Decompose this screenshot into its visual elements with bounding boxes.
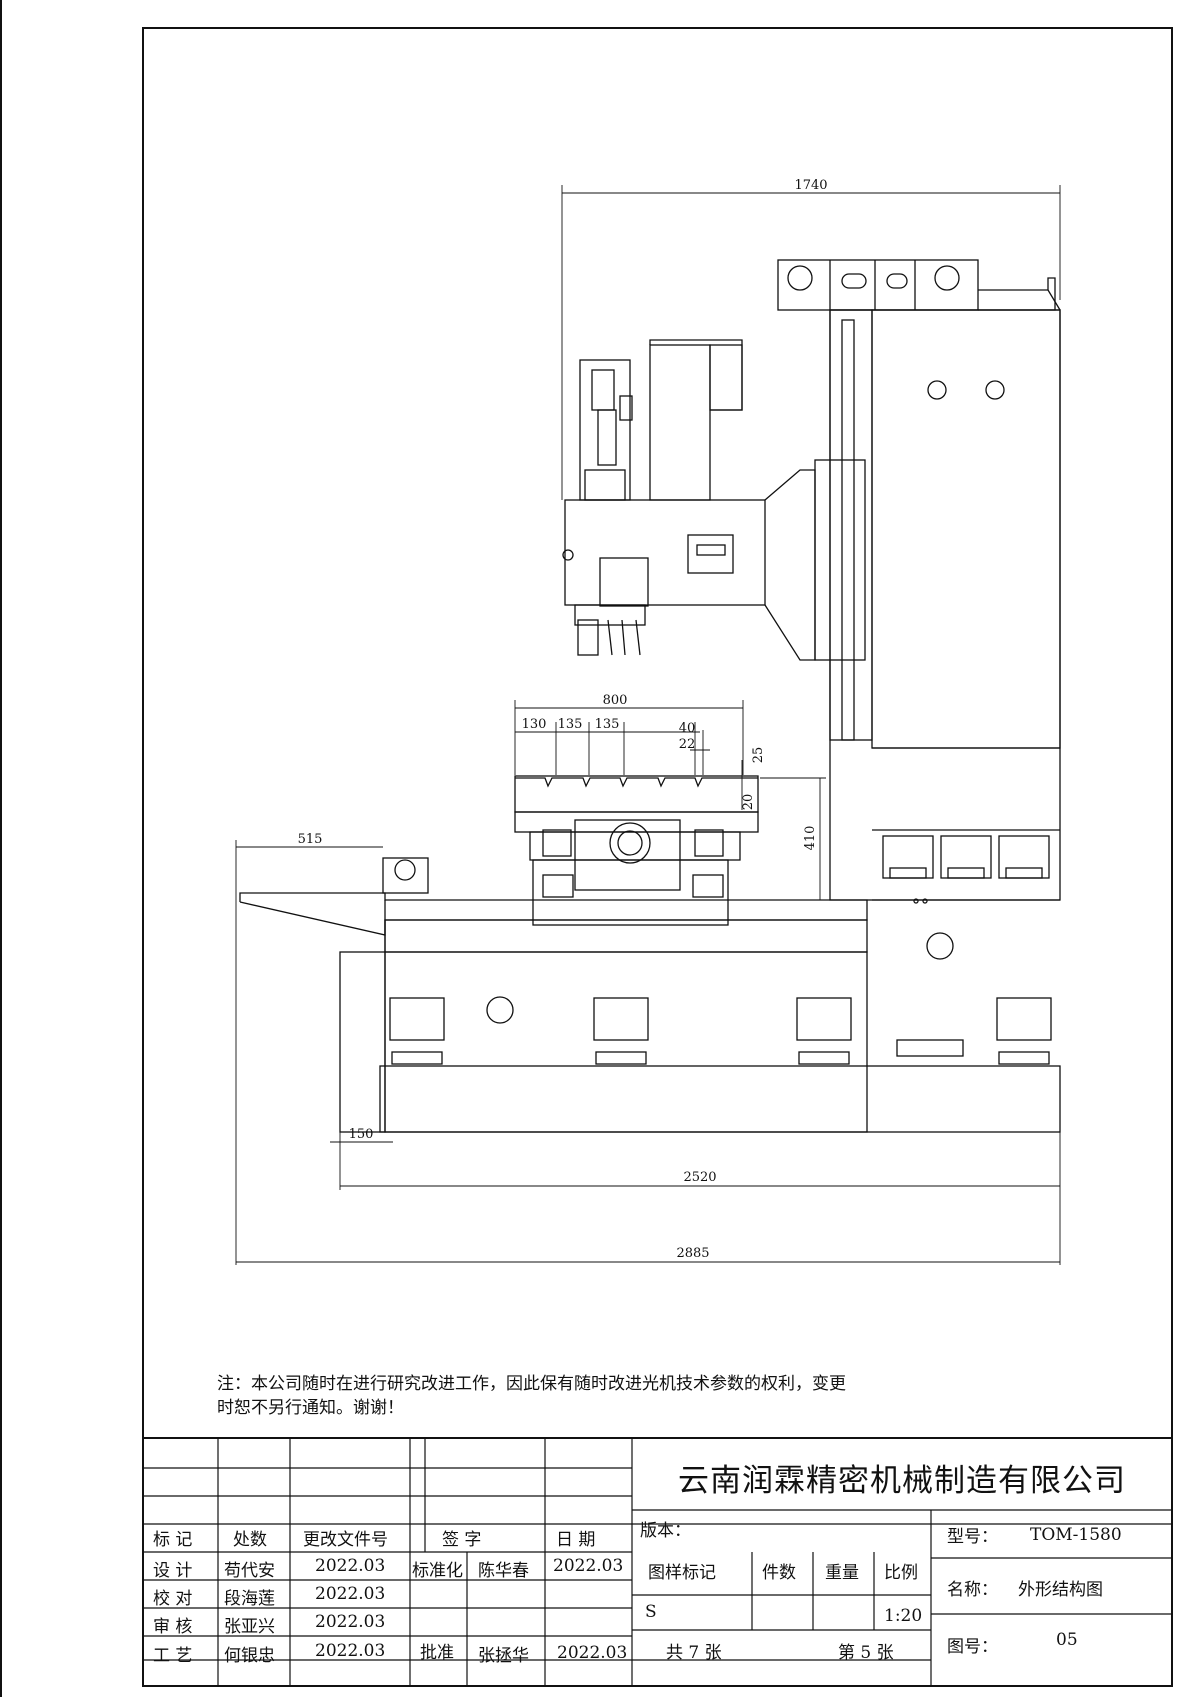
weight-label: 重量: [825, 1563, 859, 1583]
model-label: 型号：: [947, 1527, 998, 1547]
note-line-2: 时恕不另行通知。谢谢！: [217, 1398, 404, 1418]
header-sign: 签 字: [442, 1530, 482, 1550]
machine-outline: [239, 259, 1061, 1133]
date-check: 2022.03: [315, 1584, 386, 1604]
dim-22: 22: [679, 737, 696, 752]
sheet-number: 第 5 张: [838, 1643, 894, 1663]
dim-25: 25: [751, 747, 766, 764]
role-check: 校 对: [153, 1589, 193, 1609]
dim-800: 800: [603, 693, 628, 708]
dim-410: 410: [803, 826, 818, 851]
name-label: 名称：: [947, 1580, 998, 1600]
header-date: 日 期: [556, 1530, 596, 1550]
standardization-name: 陈华春: [478, 1561, 529, 1581]
date-review: 2022.03: [315, 1612, 386, 1632]
header-doc: 更改文件号: [303, 1530, 388, 1550]
title-block-grid: [142, 1437, 1173, 1687]
dimension-lines: [235, 185, 1061, 1265]
dim-150: 150: [349, 1127, 374, 1142]
date-design: 2022.03: [315, 1556, 386, 1576]
name-check: 段海莲: [224, 1589, 275, 1609]
drawing-no-label: 图号：: [947, 1637, 998, 1657]
scale-value: 1:20: [884, 1606, 923, 1626]
approval-date: 2022.03: [557, 1643, 628, 1663]
header-mark: 标 记: [153, 1530, 193, 1550]
dim-20: 20: [741, 794, 756, 811]
dim-2520: 2520: [683, 1170, 716, 1185]
note-line-1: 注：本公司随时在进行研究改进工作，因此保有随时改进光机技术参数的权利，变更: [217, 1374, 846, 1394]
sheets-total: 共 7 张: [666, 1643, 722, 1663]
pieces-label: 件数: [762, 1563, 796, 1583]
sample-mark-label: 图样标记: [648, 1563, 716, 1583]
role-review: 审 核: [153, 1617, 193, 1637]
date-process: 2022.03: [315, 1641, 386, 1661]
name-design: 苟代安: [224, 1561, 275, 1581]
standardization-label: 标准化: [412, 1561, 463, 1581]
approval-label: 批准: [420, 1643, 454, 1663]
dim-1740: 1740: [794, 178, 827, 193]
standardization-date: 2022.03: [553, 1556, 624, 1576]
dim-135a: 135: [558, 717, 583, 732]
version-label: 版本：: [640, 1521, 691, 1541]
scale-label: 比例: [884, 1563, 918, 1583]
dim-2885: 2885: [676, 1246, 709, 1261]
dimension-labels: 1740 800 130 135 135 40 22 25 20 410 515…: [298, 178, 828, 1261]
company-name: 云南润霖精密机械制造有限公司: [678, 1463, 1126, 1499]
dim-40: 40: [679, 721, 696, 736]
name-value: 外形结构图: [1018, 1580, 1103, 1600]
approval-name: 张拯华: [478, 1646, 529, 1666]
dim-130: 130: [522, 717, 547, 732]
name-process: 何银忠: [224, 1646, 275, 1666]
disclaimer-note: 注：本公司随时在进行研究改进工作，因此保有随时改进光机技术参数的权利，变更 时恕…: [217, 1372, 997, 1420]
dim-135b: 135: [595, 717, 620, 732]
header-count: 处数: [233, 1530, 267, 1550]
role-process: 工 艺: [153, 1646, 193, 1666]
dim-515: 515: [298, 832, 323, 847]
model-value: TOM-1580: [1030, 1525, 1122, 1545]
drawing-no-value: 05: [1056, 1630, 1078, 1650]
name-review: 张亚兴: [224, 1617, 275, 1637]
sample-mark-value: S: [645, 1602, 657, 1622]
role-design: 设 计: [153, 1561, 193, 1581]
